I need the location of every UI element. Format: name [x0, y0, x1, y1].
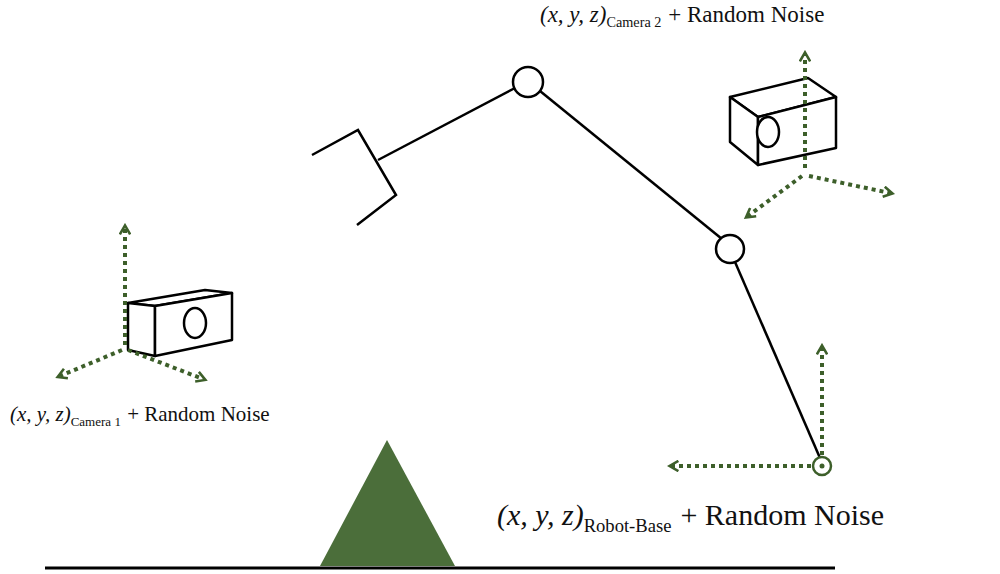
- ground-line: [45, 567, 835, 570]
- robot-base-label: (x, y, z)Robot-Base + Random Noise: [497, 498, 884, 537]
- noise-term: + Random Noise: [680, 498, 884, 531]
- coordinate-symbol: (x, y, z): [497, 498, 584, 531]
- base-axes: [672, 348, 822, 466]
- robot-joint: [716, 235, 744, 263]
- target-object: [320, 440, 455, 566]
- camera-1-axes: [60, 228, 203, 379]
- coordinate-symbol: (x, y, z): [10, 402, 71, 426]
- camera-2-label: (x, y, z)Camera 2 + Random Noise: [540, 2, 824, 31]
- robot-base: [813, 457, 831, 475]
- camera-1-label: (x, y, z)Camera 1 + Random Noise: [10, 402, 270, 430]
- robot-arm: [312, 88, 820, 458]
- robot-base-dot: [820, 464, 825, 469]
- camera-1: [128, 290, 232, 356]
- camera-2-axes: [748, 55, 890, 216]
- frame-subscript: Robot-Base: [584, 515, 672, 536]
- frame-subscript: Camera 2: [606, 14, 661, 30]
- robot-joint: [513, 67, 543, 97]
- camera-2: [730, 78, 836, 165]
- noise-term: + Random Noise: [127, 402, 270, 426]
- coordinate-symbol: (x, y, z): [540, 2, 606, 27]
- frame-subscript: Camera 1: [71, 414, 121, 429]
- noise-term: + Random Noise: [668, 2, 824, 27]
